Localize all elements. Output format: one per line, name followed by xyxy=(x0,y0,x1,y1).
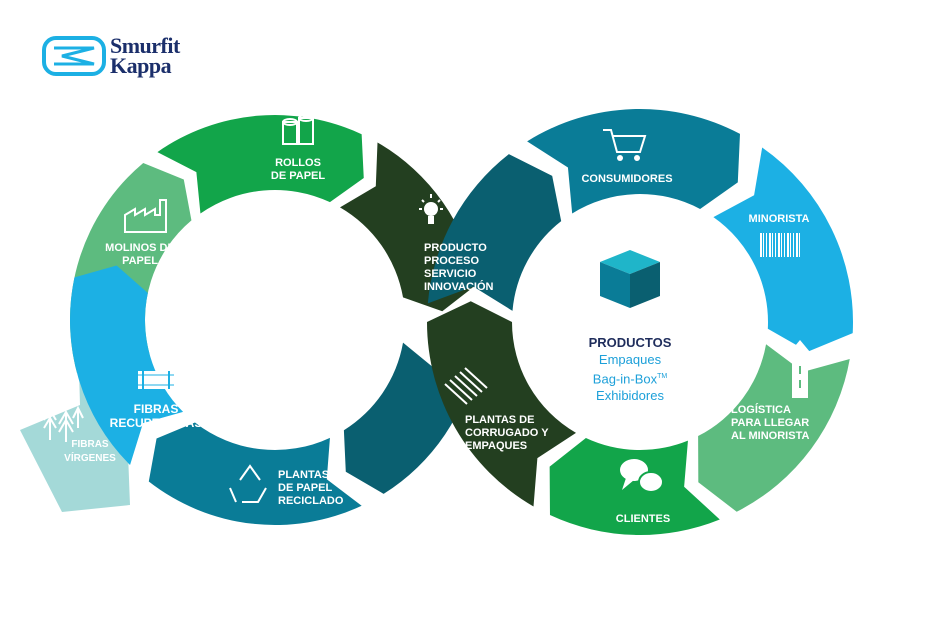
segment-consumidores xyxy=(527,109,740,214)
label-line: RECUPERADAS xyxy=(109,416,203,430)
label-line: FIBRAS xyxy=(133,402,179,416)
label-consumidores: CONSUMIDORES xyxy=(581,173,672,186)
product-item: Empaques xyxy=(598,352,662,367)
label-line: LOGÍSTICA xyxy=(731,404,791,416)
recycle-icon xyxy=(229,464,267,503)
label-line: VÍRGENES xyxy=(64,453,116,464)
logo-mark-icon xyxy=(42,36,106,76)
label-line: PAPEL xyxy=(122,255,158,267)
label-line: SERVICIO xyxy=(424,268,477,280)
lightbulb-icon xyxy=(419,194,443,224)
label-line: PLANTAS DE xyxy=(465,414,535,426)
barcode-icon xyxy=(760,233,800,257)
bale-icon xyxy=(138,371,174,389)
segment-fibras-recuperadas xyxy=(70,265,184,465)
trademark: TM xyxy=(657,373,668,380)
label-minorista: MINORISTA xyxy=(749,213,810,226)
label-line: PARA LLEGAR xyxy=(731,417,810,429)
label-line: AL MINORISTA xyxy=(731,430,810,442)
shopping-cart-icon xyxy=(603,129,647,161)
road-arrow-icon xyxy=(785,340,815,398)
label-fibras-recuperadas: FIBRAS RECUPERADAS xyxy=(110,402,203,430)
factory-icon xyxy=(124,199,167,233)
products-title: PRODUCTOS xyxy=(588,335,672,350)
label-line: CLIENTES xyxy=(615,513,671,525)
corrugated-sheets-icon xyxy=(444,367,488,405)
label-clientes: CLIENTES xyxy=(616,513,670,526)
segment-corrugado xyxy=(427,301,576,507)
label-line: PROCESO xyxy=(424,255,480,267)
label-fibras-virgenes: FIBRAS VÍRGENES xyxy=(64,438,116,466)
product-item: Exhibidores xyxy=(596,388,664,404)
label-rollos: ROLLOS DE PAPEL xyxy=(271,157,325,183)
segment-right-connector xyxy=(427,154,562,311)
label-line: ROLLOS xyxy=(275,157,321,169)
label-line: FIBRAS xyxy=(71,439,109,450)
trees-icon xyxy=(43,405,84,442)
segment-minorista xyxy=(713,147,853,352)
speech-bubbles-icon xyxy=(620,459,664,493)
label-line: PLANTAS xyxy=(278,469,330,481)
product-item-text: Bag-in-Box xyxy=(592,371,658,387)
label-line: PRODUCTO xyxy=(424,242,487,254)
product-item: Bag-in-BoxTM xyxy=(589,368,672,387)
label-innovacion: PRODUCTO PROCESO SERVICIO INNOVACIÓN xyxy=(424,242,493,294)
segment-clientes xyxy=(549,438,720,535)
label-corrugado: PLANTAS DE CORRUGADO Y EMPAQUES xyxy=(465,414,549,453)
label-line: CONSUMIDORES xyxy=(581,173,673,185)
logo-line-1: Smurfit xyxy=(110,33,180,58)
smurfit-kappa-logo: Smurfit Kappa xyxy=(42,33,180,78)
label-line: CORRUGADO Y xyxy=(465,427,549,439)
label-line: RECICLADO xyxy=(278,495,344,507)
label-line: EMPAQUES xyxy=(465,440,528,452)
paper-rolls-icon xyxy=(282,114,314,145)
center-products: PRODUCTOS Empaques Bag-in-BoxTM Exhibido… xyxy=(589,334,672,404)
logo-line-2: Kappa xyxy=(110,53,172,78)
segment-rollos xyxy=(157,115,364,214)
segment-logistica xyxy=(698,344,850,512)
box-icon xyxy=(600,250,660,308)
label-line: INNOVACIÓN xyxy=(424,281,494,293)
label-line: MOLINOS DE xyxy=(105,242,175,254)
label-line: DE PAPEL xyxy=(278,482,333,494)
label-line: DE PAPEL xyxy=(270,170,326,182)
label-line: MINORISTA xyxy=(748,213,810,225)
label-molinos: MOLINOS DE PAPEL xyxy=(105,242,175,268)
label-plantas-reciclado: PLANTAS DE PAPEL RECICLADO xyxy=(278,469,343,508)
label-logistica: LOGÍSTICA PARA LLEGAR AL MINORISTA xyxy=(731,404,809,443)
